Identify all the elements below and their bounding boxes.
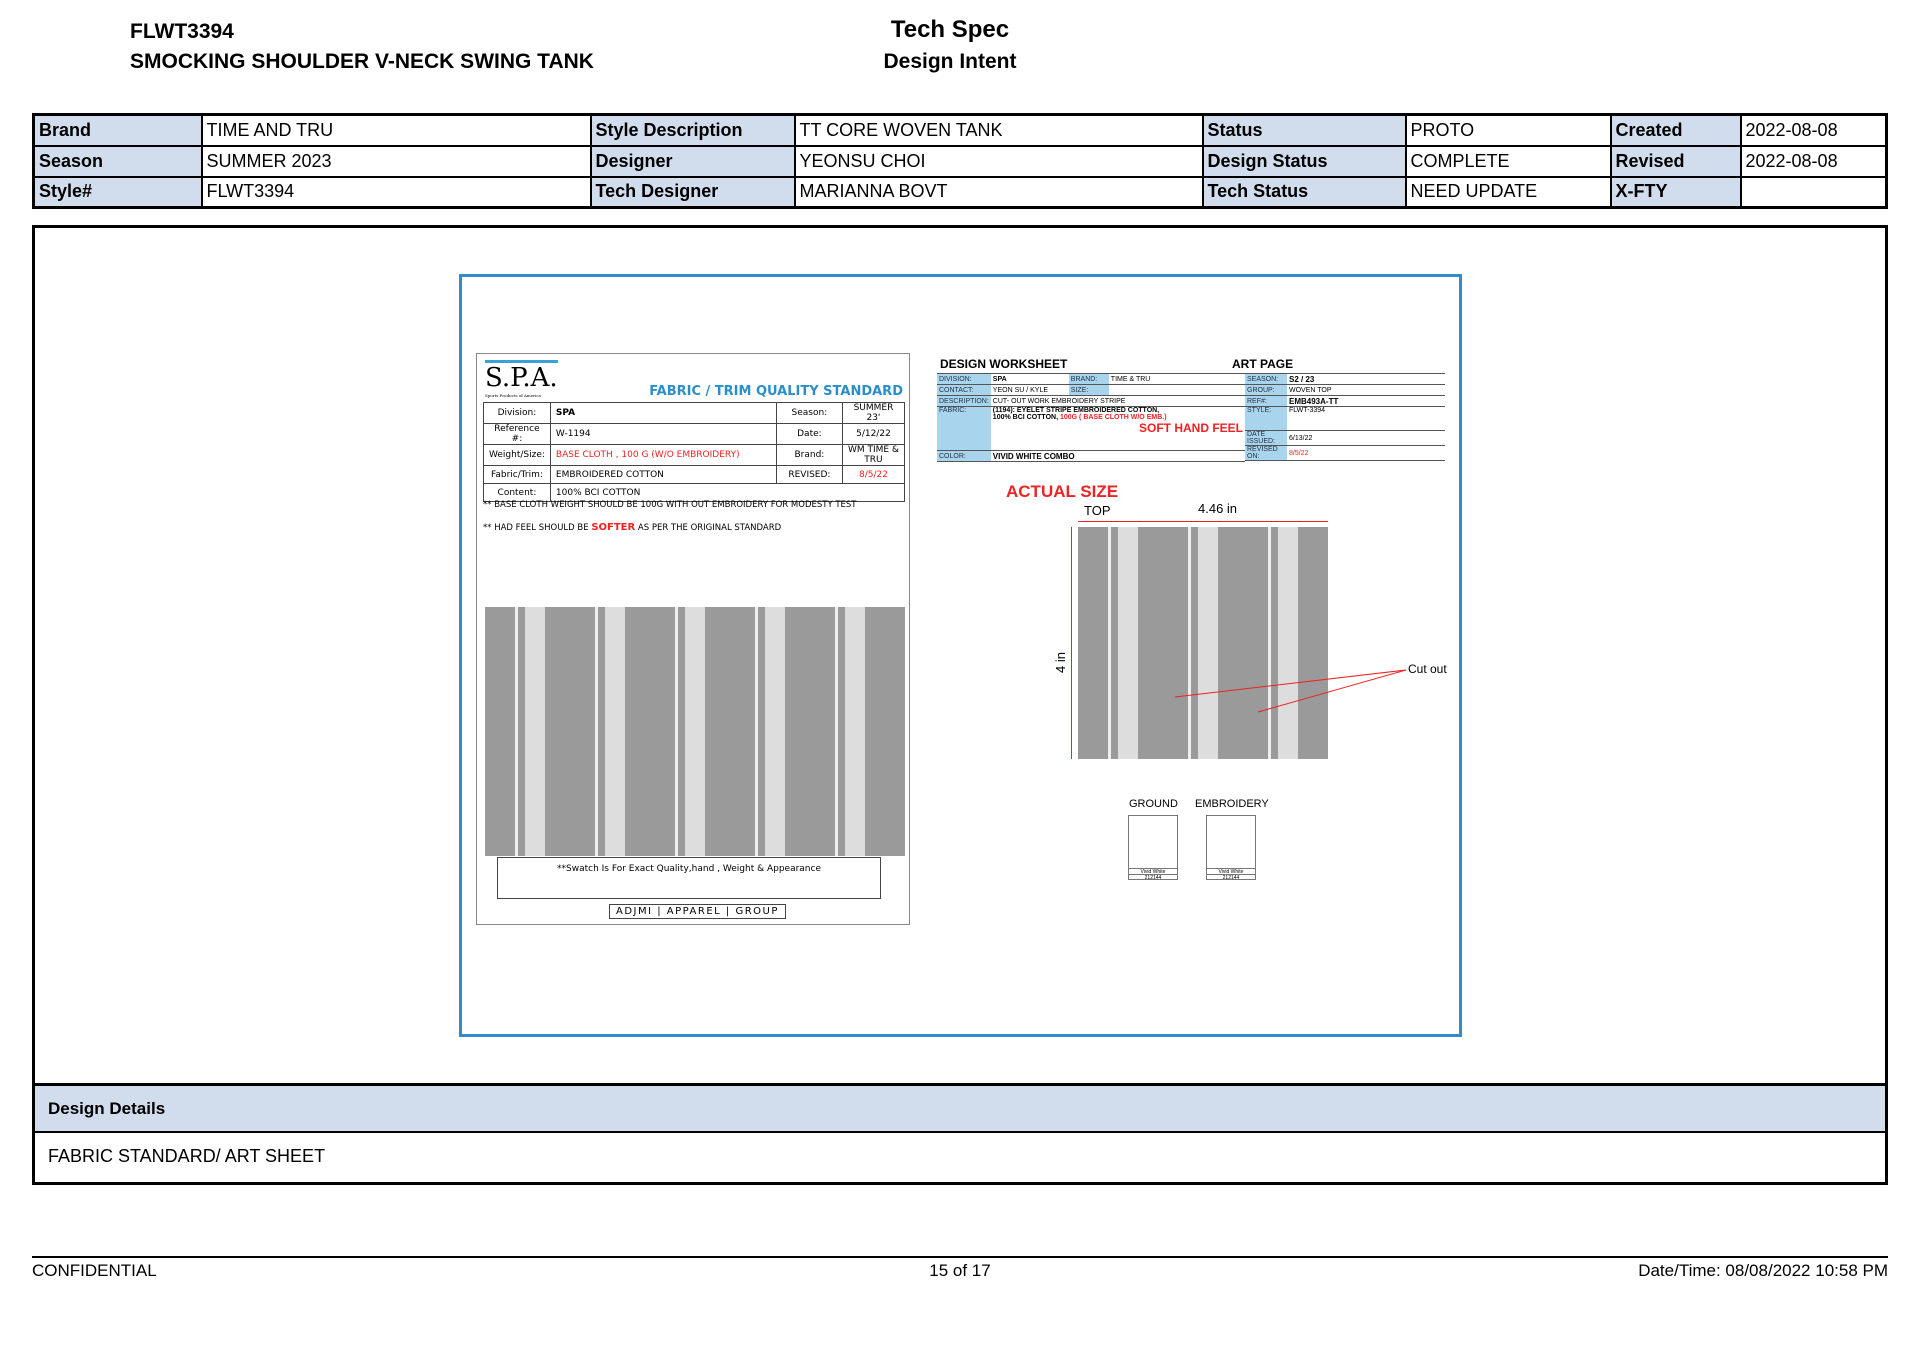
info-label: Tech Status [1201, 175, 1407, 209]
spa-cell: SUMMER 23' [841, 402, 906, 424]
top-label: TOP [1084, 503, 1111, 518]
info-value: COMPLETE [1404, 144, 1612, 178]
info-label: Designer [589, 144, 796, 178]
info-value: TIME AND TRU [200, 113, 592, 147]
spa-cell: 5/12/22 [841, 423, 906, 445]
spa-cell: Content: [483, 483, 551, 502]
swatch-note: **Swatch Is For Exact Quality,hand , Wei… [497, 857, 881, 899]
spa-cell: Division: [483, 402, 551, 424]
footer-confidential: CONFIDENTIAL [32, 1261, 157, 1280]
fabric-swatch-image [485, 607, 905, 856]
page-number: 15 of 17 [929, 1261, 991, 1280]
spa-cell: Fabric/Trim: [483, 465, 551, 484]
adjmi-logo: ADJMI | APPAREL | GROUP [609, 904, 786, 919]
info-label: Design Status [1201, 144, 1407, 178]
spa-cell: BASE CLOTH , 100 G (W/O EMBROIDERY) [549, 444, 777, 466]
info-value: 2022-08-08 [1739, 144, 1888, 178]
spa-cell: Reference #: [483, 423, 551, 445]
style-code: FLWT3394 [130, 20, 234, 43]
spa-title: FABRIC / TRIM QUALITY STANDARD [649, 384, 903, 399]
info-label: X-FTY [1609, 175, 1742, 209]
spa-cell: Brand: [775, 444, 843, 466]
ground-label: GROUND [1129, 798, 1178, 810]
spa-cell: Date: [775, 423, 843, 445]
spa-cell: W-1194 [549, 423, 777, 445]
spa-cell: EMBROIDERED COTTON [549, 465, 777, 484]
info-label: Style Description [589, 113, 796, 147]
artwork-frame [459, 274, 1462, 1037]
cutout-pointer-lines [1174, 669, 1407, 713]
footer-divider [32, 1256, 1888, 1258]
spa-row: Weight/Size:BASE CLOTH , 100 G (W/O EMBR… [483, 444, 906, 466]
design-details-text: FABRIC STANDARD/ ART SHEET [48, 1146, 326, 1166]
info-label: Brand [32, 113, 203, 147]
soft-hand-feel: SOFT HAND FEEL [1139, 421, 1243, 435]
spa-cell: REVISED: [775, 465, 843, 484]
width-dimension-line [1078, 521, 1328, 522]
footer-datetime: Date/Time: 08/08/2022 10:58 PM [1638, 1261, 1888, 1280]
art-page-title: ART PAGE [1232, 357, 1294, 371]
spa-logo: S.P.A.Sports Products of America [485, 360, 558, 398]
worksheet-right-table: SEASON:S2 / 23 GROUP:WOVEN TOP REF#:EMB4… [1245, 373, 1445, 461]
fabric-quality-standard-card: S.P.A.Sports Products of America FABRIC … [476, 353, 910, 925]
info-label: Tech Designer [589, 175, 796, 209]
spa-cell: SPA [549, 402, 777, 424]
actual-size-label: ACTUAL SIZE [1006, 482, 1119, 501]
spa-cell: 8/5/22 [841, 465, 906, 484]
info-label: Style# [32, 175, 203, 209]
info-value: PROTO [1404, 113, 1612, 147]
design-details-heading: Design Details [35, 1083, 1885, 1133]
spa-note-2: ** HAD FEEL SHOULD BE SOFTER AS PER THE … [483, 522, 782, 533]
info-value [1739, 175, 1888, 209]
info-label: Status [1201, 113, 1407, 147]
doc-title: Tech Spec [890, 16, 1010, 43]
cutout-label: Cut out [1408, 662, 1447, 676]
info-value: NEED UPDATE [1404, 175, 1612, 209]
info-value: 2022-08-08 [1739, 113, 1888, 147]
info-value: SUMMER 2023 [200, 144, 592, 178]
info-value: FLWT3394 [200, 175, 592, 209]
spa-row: Content:100% BCI COTTON [483, 483, 906, 502]
doc-subtitle: Design Intent [883, 50, 1017, 73]
spa-cell: 100% BCI COTTON [549, 483, 906, 502]
info-value: TT CORE WOVEN TANK [793, 113, 1204, 147]
embroidery-label: EMBROIDERY [1195, 798, 1269, 810]
design-panel: Design Details FABRIC STANDARD/ ART SHEE… [32, 225, 1888, 1185]
worksheet-title: DESIGN WORKSHEET [940, 357, 1068, 371]
info-label: Created [1609, 113, 1742, 147]
spa-cell: Weight/Size: [483, 444, 551, 466]
info-label: Season [32, 144, 203, 178]
spa-note-1: ** BASE CLOTH WEIGHT SHOULD BE 100G WITH… [483, 500, 857, 510]
info-label: Revised [1609, 144, 1742, 178]
actual-size-swatch [1078, 527, 1328, 759]
width-label: 4.46 in [1198, 501, 1238, 516]
spa-cell: WM TIME & TRU [841, 444, 906, 466]
style-name: SMOCKING SHOULDER V-NECK SWING TANK [130, 50, 594, 73]
info-value: MARIANNA BOVT [793, 175, 1204, 209]
height-label: 4 in [1052, 652, 1068, 673]
height-dimension-line [1071, 527, 1072, 759]
spa-cell: Season: [775, 402, 843, 424]
info-value: YEONSU CHOI [793, 144, 1204, 178]
